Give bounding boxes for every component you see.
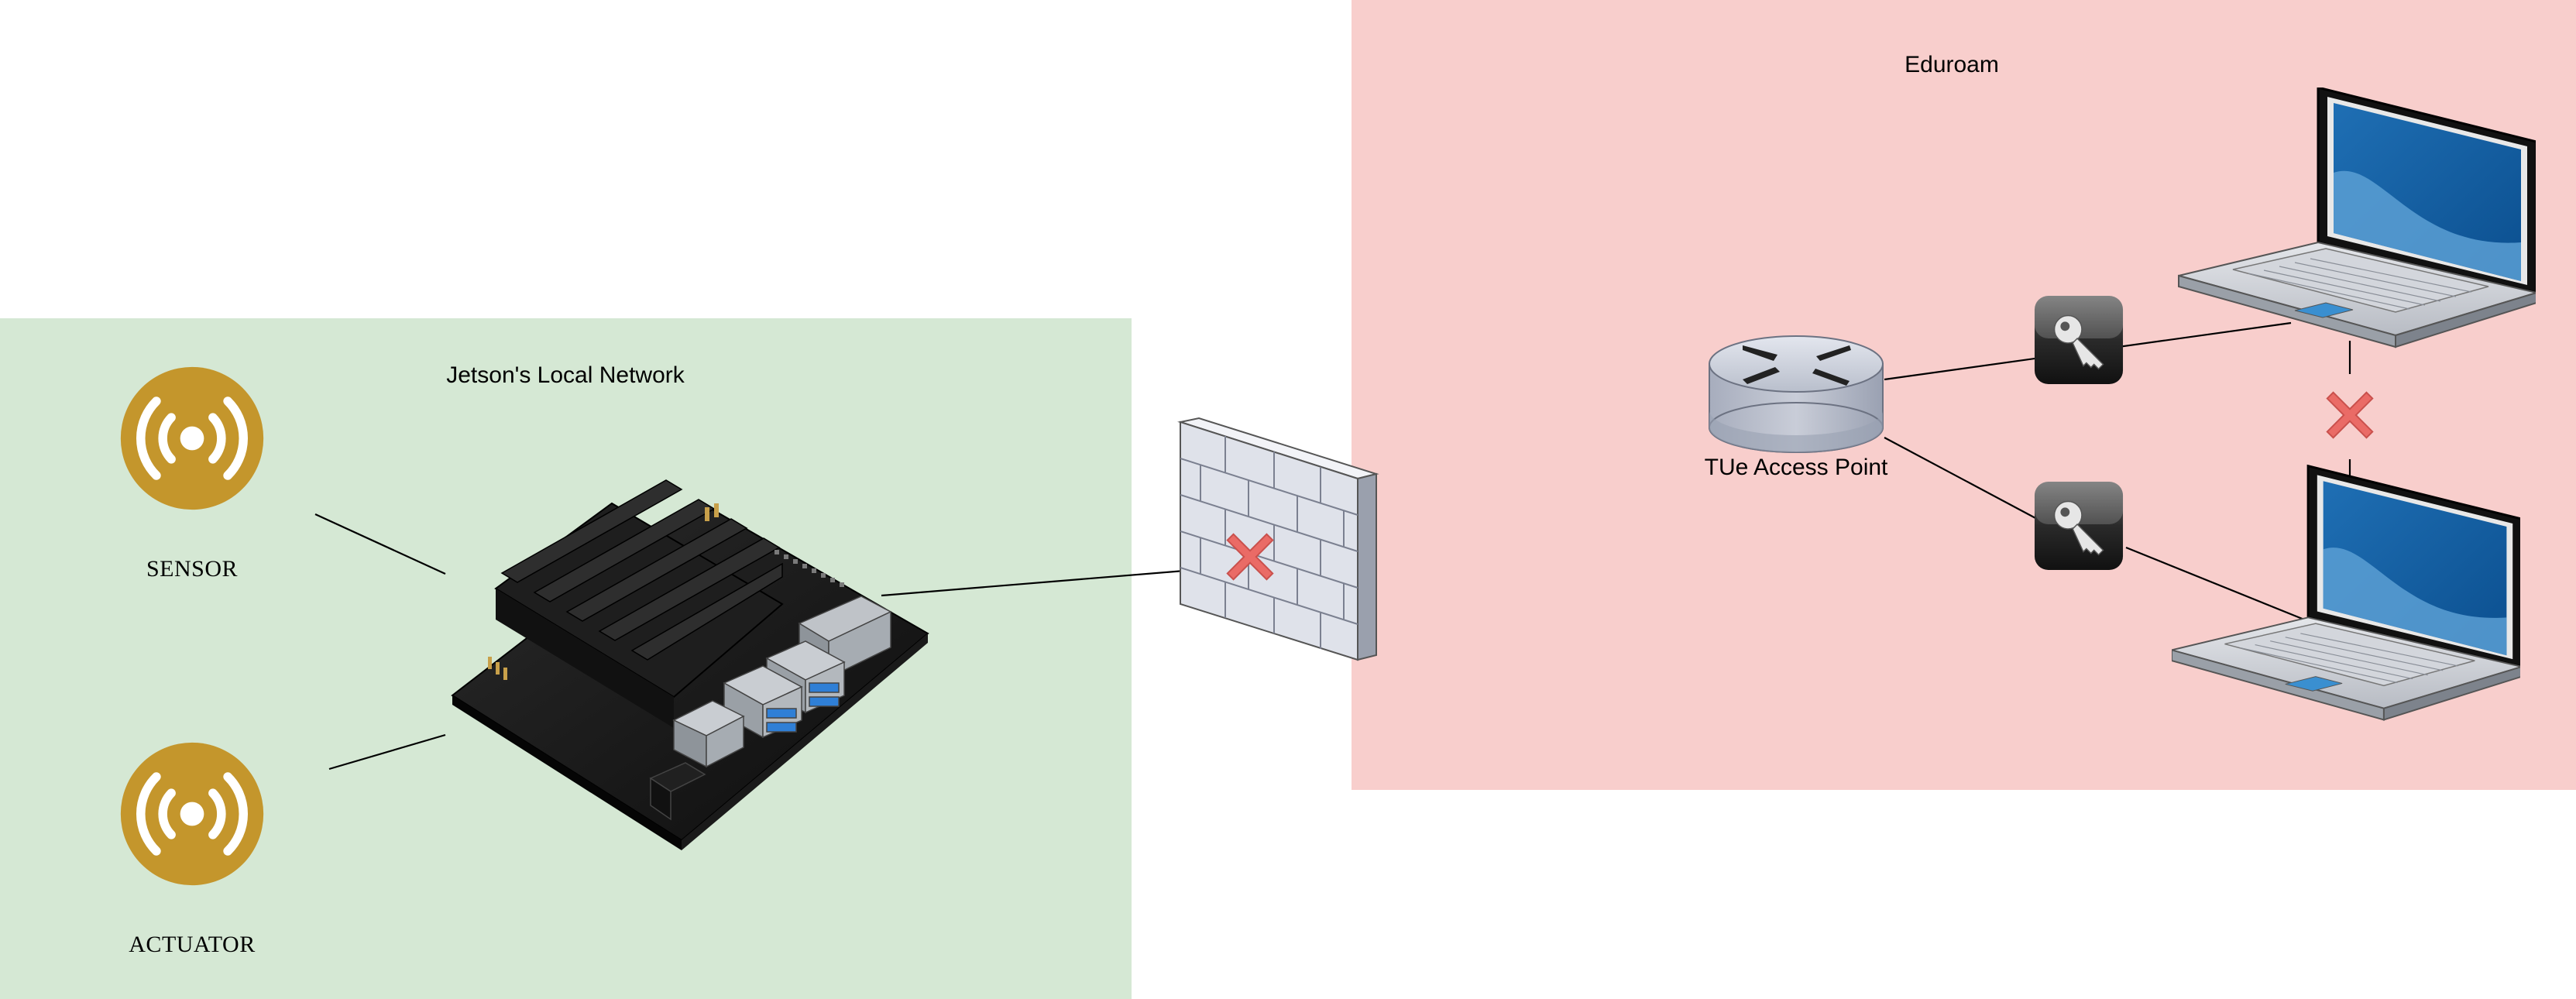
access-point-label: TUe Access Point bbox=[1704, 455, 1888, 480]
firewall-icon bbox=[1177, 417, 1379, 661]
edge-key-laptop-bottom bbox=[2125, 546, 2309, 623]
key-icon-bottom bbox=[2034, 481, 2124, 571]
jetson-board-icon bbox=[451, 479, 929, 850]
router-icon bbox=[1709, 335, 1884, 453]
actuator-wireless-icon bbox=[121, 743, 263, 885]
sensor-wireless-icon bbox=[121, 367, 263, 510]
local-network-zone-title: Jetson's Local Network bbox=[446, 362, 685, 388]
actuator-label: ACTUATOR bbox=[129, 932, 256, 957]
edge-ap-key-bottom bbox=[1884, 437, 2038, 520]
edge-actuator-jetson bbox=[328, 733, 446, 771]
edge-sensor-jetson bbox=[314, 513, 446, 575]
key-icon-top bbox=[2034, 295, 2124, 385]
eduroam-zone-title: Eduroam bbox=[1905, 52, 1999, 77]
sensor-label: SENSOR bbox=[146, 556, 239, 582]
